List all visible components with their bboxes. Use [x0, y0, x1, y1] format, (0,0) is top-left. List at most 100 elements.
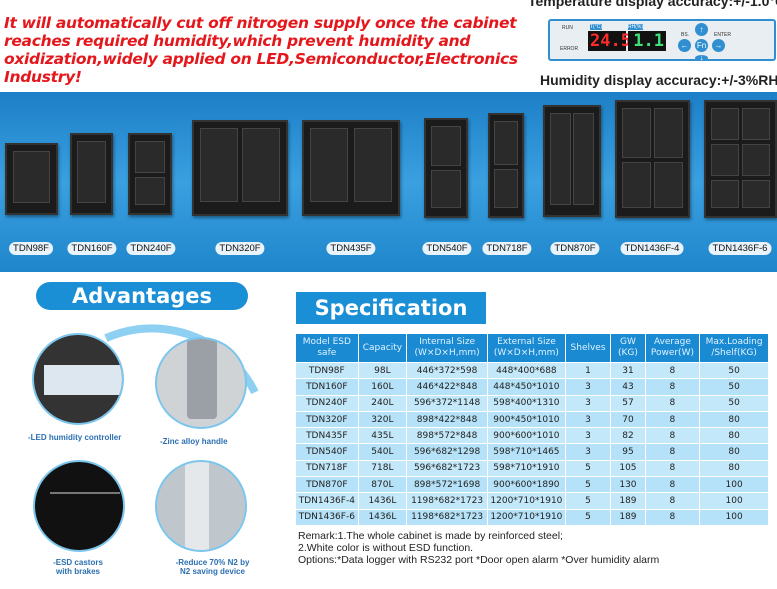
table-cell: 1: [564, 361, 612, 380]
model-label: TDN1436F-4: [620, 242, 684, 255]
humidity-display: 1.1: [628, 31, 666, 51]
table-cell: 80: [699, 443, 769, 461]
table-cell: TDN1436F-6: [295, 508, 359, 526]
cabinet-tdn870f: [543, 105, 601, 217]
table-cell: TDN160F: [295, 378, 359, 396]
table-cell: 1436L: [357, 508, 408, 526]
table-cell: 80: [699, 427, 769, 445]
table-cell: 50: [699, 361, 769, 380]
table-cell: 900*450*1010: [487, 410, 566, 429]
table-cell: 898*422*848: [406, 410, 488, 429]
product-banner: TDN98F TDN160F TDN240F TDN320F TDN435F T…: [0, 92, 777, 272]
table-cell: 80: [699, 459, 769, 478]
castors-photo: [33, 460, 125, 552]
table-cell: 3: [564, 427, 612, 445]
right-arrow-button[interactable]: →: [712, 39, 725, 52]
model-label: TDN870F: [550, 242, 600, 255]
remark-line: Options:*Data logger with RS232 port *Do…: [298, 554, 660, 566]
temperature-accuracy-label: Temperature display accuracy:+/-1.0°C: [528, 0, 777, 9]
table-cell: 8: [644, 443, 701, 461]
table-cell: 8: [644, 492, 701, 510]
table-cell: 3: [564, 410, 612, 429]
model-label: TDN718F: [482, 242, 532, 255]
cabinet-tdn435f: [302, 120, 400, 216]
table-cell: 596*372*1148: [406, 394, 488, 412]
cabinet-tdn160f: [70, 133, 113, 215]
temp-unit: T(°C): [590, 24, 602, 30]
down-arrow-button[interactable]: ↓: [695, 54, 708, 62]
table-cell: TDN1436F-4: [295, 492, 359, 510]
table-cell: 3: [564, 394, 612, 412]
table-cell: 50: [699, 394, 769, 412]
table-cell: 8: [644, 459, 701, 478]
controller-panel: RUN ERROR T(°C) RH(%) 24.5 1.1 BS. ENTER…: [548, 19, 776, 62]
table-cell: 596*682*1723: [406, 459, 488, 478]
left-arrow-button[interactable]: ←: [678, 39, 691, 52]
table-cell: 448*400*688: [487, 361, 566, 380]
table-cell: 898*572*848: [406, 427, 488, 445]
specification-title: Specification: [296, 292, 486, 324]
column-header: Capacity: [357, 333, 408, 363]
column-header: External Size (W×D×H,mm): [487, 333, 566, 363]
table-cell: 898*572*1698: [406, 476, 488, 494]
table-cell: 3: [564, 378, 612, 396]
advantage-caption: -Zinc alloy handle: [160, 437, 228, 446]
table-cell: 1200*710*1910: [487, 508, 566, 526]
table-cell: 870L: [357, 476, 408, 494]
table-cell: 448*450*1010: [487, 378, 566, 396]
cabinet-tdn718f: [488, 113, 524, 218]
table-cell: 3: [564, 443, 612, 461]
table-cell: 95: [610, 443, 646, 461]
model-label: TDN160F: [67, 242, 117, 255]
table-cell: 5: [564, 492, 612, 510]
table-cell: 100: [699, 492, 769, 510]
table-cell: 320L: [357, 410, 408, 429]
led-controller-photo: [32, 333, 124, 425]
table-cell: 105: [610, 459, 646, 478]
table-cell: 189: [610, 492, 646, 510]
table-cell: 100: [699, 508, 769, 526]
table-cell: 1436L: [357, 492, 408, 510]
headline: It will automatically cut off nitrogen s…: [4, 14, 518, 86]
table-cell: 435L: [357, 427, 408, 445]
table-cell: 598*710*1465: [487, 443, 566, 461]
rh-unit: RH(%): [628, 24, 643, 30]
remark-line: Remark:1.The whole cabinet is made by re…: [298, 530, 563, 542]
cabinet-tdn320f: [192, 120, 288, 216]
table-cell: TDN540F: [295, 443, 359, 461]
table-cell: 8: [644, 476, 701, 494]
table-cell: 98L: [357, 361, 408, 380]
table-cell: 5: [564, 459, 612, 478]
table-cell: 1200*710*1910: [487, 492, 566, 510]
table-cell: 31: [610, 361, 646, 380]
table-cell: TDN718F: [295, 459, 359, 478]
table-cell: 900*600*1890: [487, 476, 566, 494]
cabinet-tdn1436f-6: [704, 100, 777, 218]
fn-button[interactable]: Fn: [695, 39, 708, 52]
cabinet-tdn240f: [128, 133, 172, 215]
error-label: ERROR: [560, 46, 579, 52]
advantage-caption: -ESD castors with brakes: [53, 558, 103, 576]
up-arrow-button[interactable]: ↑: [695, 23, 708, 36]
table-cell: 446*372*598: [406, 361, 488, 380]
column-header: Max.Loading /Shelf(KG): [699, 333, 769, 363]
table-cell: 8: [644, 361, 701, 380]
table-cell: 43: [610, 378, 646, 396]
table-cell: 598*710*1910: [487, 459, 566, 478]
table-cell: 598*400*1310: [487, 394, 566, 412]
advantage-caption: -LED humidity controller: [28, 433, 122, 442]
table-cell: 82: [610, 427, 646, 445]
table-cell: 1198*682*1723: [406, 492, 488, 510]
table-cell: 189: [610, 508, 646, 526]
table-cell: TDN240F: [295, 394, 359, 412]
n2-saving-device-photo: [155, 460, 247, 552]
table-cell: 8: [644, 427, 701, 445]
